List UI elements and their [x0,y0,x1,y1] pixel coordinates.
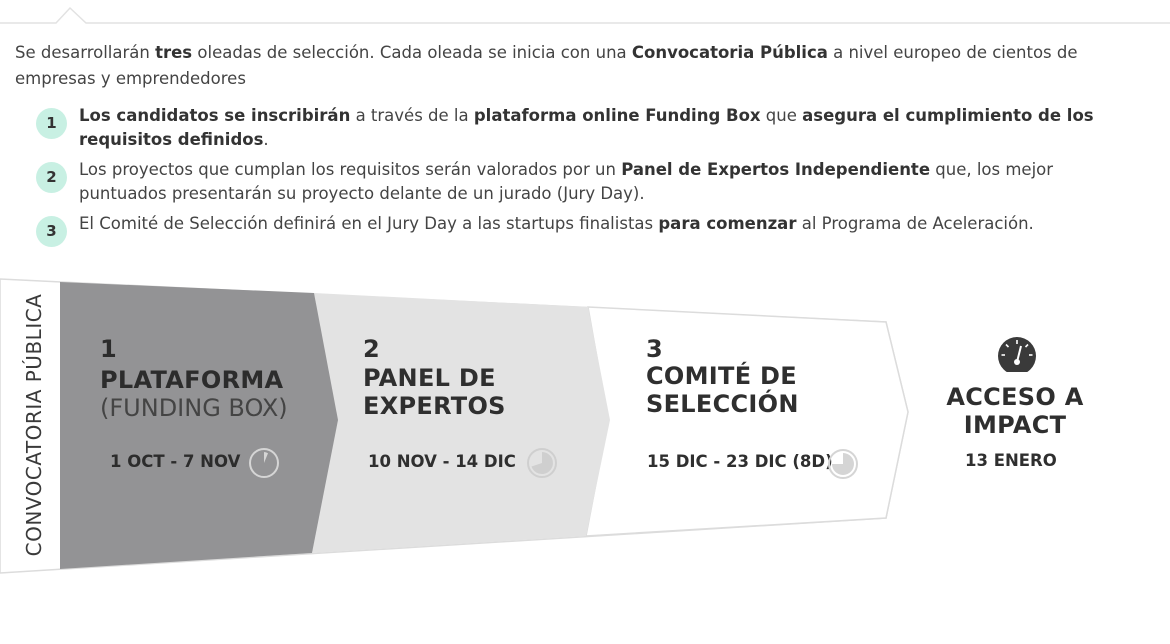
stage-number: 2 [363,335,380,363]
stage-dates: 10 NOV - 14 DIC [368,452,516,471]
intro-paragraph: Se desarrollarán tres oleadas de selecci… [15,43,1078,88]
clock-icon [249,448,279,478]
stage-title: PLATAFORMA [100,366,284,394]
list-item: 2 Los proyectos que cumplan los requisit… [36,158,1126,212]
stage-1: 1 PLATAFORMA (FUNDING BOX) [100,336,288,422]
stage-1-shape [60,282,338,569]
step-number-badge: 3 [36,216,67,247]
stage-dates: 15 DIC - 23 DIC (8D) [647,452,833,471]
stage-subtitle: (FUNDING BOX) [100,394,288,422]
stage-dates: 1 OCT - 7 NOV [110,452,241,471]
clock-icon [828,449,858,479]
selection-funnel [0,278,909,574]
final-stage: ACCESO A IMPACT [930,383,1100,439]
step-number-badge: 1 [36,108,67,139]
list-item: 3 El Comité de Selección definirá en el … [36,212,1126,247]
top-divider [0,6,1170,24]
side-label: CONVOCATORIA PÚBLICA [22,293,46,557]
final-title-line2: IMPACT [963,411,1067,439]
stage-title-line1: COMITÉ DE [646,362,797,390]
stage-2: 2 PANEL DE EXPERTOS [363,336,506,420]
steps-list: 1 Los candidatos se inscribirán a través… [36,104,1126,247]
speedometer-icon [998,337,1036,372]
stage-3: 3 COMITÉ DE SELECCIÓN [646,336,799,418]
stage-2-shape [312,293,610,553]
stage-number: 3 [646,335,663,363]
stage-number: 1 [100,335,117,363]
clock-icon [527,448,557,478]
stage-title-line2: SELECCIÓN [646,390,799,418]
final-date: 13 ENERO [965,451,1057,470]
final-title-line1: ACCESO A [946,383,1084,411]
list-item: 1 Los candidatos se inscribirán a través… [36,104,1126,158]
stage-title-line2: EXPERTOS [363,392,506,420]
step-number-badge: 2 [36,162,67,193]
stage-title-line1: PANEL DE [363,364,496,392]
